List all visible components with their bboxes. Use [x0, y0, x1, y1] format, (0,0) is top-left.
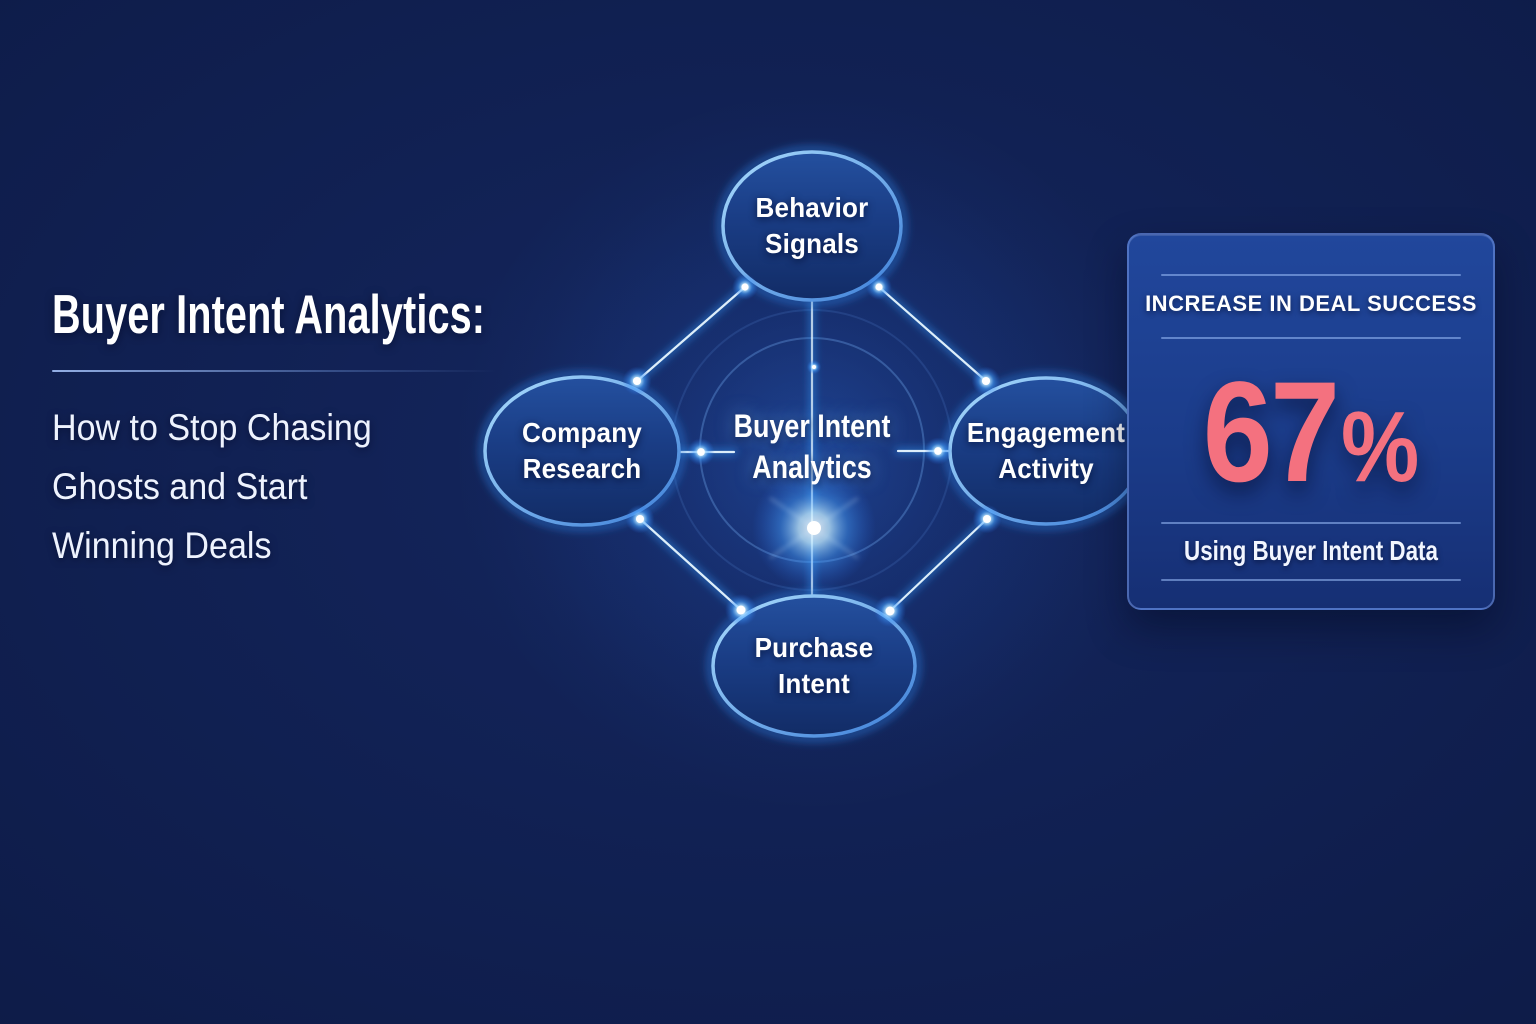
center-hub-line: Buyer Intent	[733, 408, 891, 444]
stat-divider-above-caption	[1161, 522, 1461, 524]
connector-top-left	[635, 285, 747, 383]
stat-percent-unit: %	[1340, 391, 1420, 503]
node-label-line: Activity	[998, 453, 1094, 484]
connector-bottom-right	[888, 517, 989, 613]
stat-divider-bottom	[1161, 579, 1461, 581]
node-ellipse-company-research	[483, 375, 681, 527]
center-hub-label: Buyer Intent Analytics	[694, 406, 929, 488]
node-label-purchase-intent: Purchase Intent	[702, 630, 925, 702]
node-label-line: Signals	[765, 228, 859, 259]
connector-bottom-left	[638, 517, 743, 612]
node-label-line: Behavior	[755, 192, 869, 223]
subtitle-line-1: How to Stop Chasing	[52, 407, 372, 448]
title-divider	[52, 370, 496, 372]
node-label-engagement-activity: Engagement Activity	[934, 415, 1157, 487]
subtitle-line-3: Winning Deals	[52, 525, 272, 566]
stat-card: INCREASE IN DEAL SUCCESS 67 % Using Buye…	[1127, 233, 1495, 610]
node-label-line: Intent	[777, 668, 850, 699]
center-flare	[722, 453, 906, 613]
stat-caption: Using Buyer Intent Data	[1184, 535, 1438, 566]
node-label-company-research: Company Research	[470, 415, 693, 487]
stat-value: 67	[1202, 353, 1340, 512]
node-halo-company-research	[478, 370, 686, 532]
stat-divider-top	[1161, 274, 1461, 276]
page-subtitle: How to Stop Chasing Ghosts and Start Win…	[52, 398, 372, 575]
stat-value-row: 67 %	[1151, 361, 1471, 504]
node-label-line: Purchase	[754, 632, 874, 663]
node-label-behavior-signals: Behavior Signals	[700, 190, 923, 262]
node-label-line: Company	[522, 417, 642, 448]
stat-heading: INCREASE IN DEAL SUCCESS	[1145, 291, 1477, 316]
node-label-line: Engagement	[966, 417, 1126, 448]
node-ellipse-behavior-signals	[721, 150, 903, 302]
node-label-line: Research	[522, 453, 642, 484]
node-halo-behavior-signals	[716, 145, 908, 307]
stat-divider-under-heading	[1161, 337, 1461, 339]
connector-top-right	[877, 285, 988, 383]
page-title: Buyer Intent Analytics:	[52, 283, 486, 345]
subtitle-line-2: Ghosts and Start	[52, 466, 308, 507]
center-hub-line: Analytics	[752, 449, 872, 485]
